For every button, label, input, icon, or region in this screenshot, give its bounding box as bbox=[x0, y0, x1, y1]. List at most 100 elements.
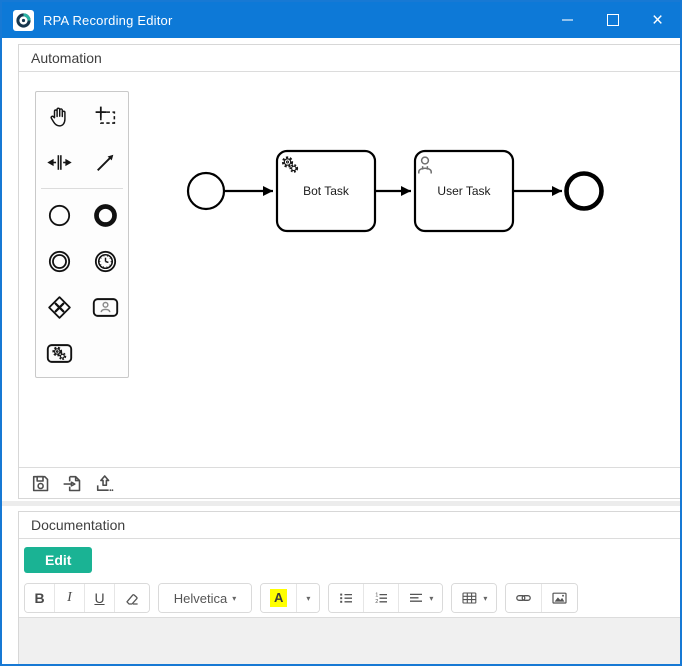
eraser-icon bbox=[126, 594, 138, 605]
user-task-icon bbox=[92, 297, 118, 317]
minimize-button[interactable] bbox=[545, 2, 590, 38]
gateway-icon bbox=[47, 295, 71, 319]
documentation-panel: Documentation Edit B I U bbox=[18, 511, 680, 664]
ordered-list-button[interactable]: 1 2 bbox=[364, 584, 400, 612]
bot-task-icon bbox=[46, 343, 72, 363]
end-event-icon bbox=[93, 203, 117, 227]
svg-text:2: 2 bbox=[376, 599, 379, 605]
window-controls: × bbox=[545, 2, 680, 38]
unordered-list-button[interactable] bbox=[329, 584, 365, 612]
diagram-canvas[interactable]: Bot Task User Task bbox=[19, 72, 680, 467]
align-icon bbox=[410, 593, 423, 602]
open-diagram-button[interactable] bbox=[61, 472, 84, 495]
save-button[interactable] bbox=[29, 472, 52, 495]
documentation-editor-body[interactable] bbox=[19, 617, 680, 664]
start-event-node[interactable] bbox=[186, 171, 226, 211]
create-intermediate-event[interactable] bbox=[36, 238, 82, 284]
chevron-down-icon: ▾ bbox=[483, 593, 488, 603]
table-dropdown[interactable]: ▾ bbox=[452, 584, 497, 612]
app-logo-icon bbox=[13, 9, 34, 31]
space-tool-icon bbox=[46, 154, 72, 170]
user-task-node[interactable]: User Task bbox=[413, 149, 515, 233]
lasso-tool[interactable] bbox=[82, 93, 128, 139]
end-event-node[interactable] bbox=[564, 171, 604, 211]
create-gateway[interactable] bbox=[36, 284, 82, 330]
ordered-list-icon: 1 2 bbox=[376, 592, 388, 605]
bpmn-palette bbox=[35, 91, 129, 378]
insert-group bbox=[505, 583, 579, 613]
window-title: RPA Recording Editor bbox=[43, 12, 173, 28]
global-connect-tool[interactable] bbox=[82, 139, 128, 185]
close-button[interactable]: × bbox=[635, 2, 680, 38]
insert-link-button[interactable] bbox=[506, 584, 543, 612]
documentation-panel-header: Documentation bbox=[19, 512, 680, 539]
intermediate-event-icon bbox=[48, 250, 70, 272]
connect-arrow-icon bbox=[96, 154, 113, 171]
user-icon bbox=[418, 156, 432, 174]
edit-button[interactable]: Edit bbox=[24, 547, 93, 573]
font-color-button[interactable]: A bbox=[261, 584, 298, 612]
font-color-icon: A bbox=[270, 589, 288, 607]
save-icon bbox=[32, 475, 49, 491]
palette-separator bbox=[41, 188, 123, 189]
automation-panel-header: Automation bbox=[19, 45, 680, 72]
minimize-icon bbox=[562, 19, 573, 21]
documentation-edit-row: Edit bbox=[19, 539, 680, 579]
export-diagram-button[interactable] bbox=[93, 472, 116, 495]
create-end-event[interactable] bbox=[82, 192, 128, 238]
font-color-dropdown[interactable]: ▾ bbox=[297, 584, 320, 612]
maximize-icon bbox=[606, 14, 619, 26]
hand-tool[interactable] bbox=[36, 93, 82, 139]
automation-panel: Automation bbox=[18, 44, 680, 499]
italic-button[interactable]: I bbox=[55, 584, 85, 612]
italic-icon: I bbox=[67, 590, 72, 605]
link-icon bbox=[516, 595, 532, 601]
paragraph-group: 1 2 bbox=[328, 583, 444, 613]
space-tool[interactable] bbox=[36, 139, 82, 185]
svg-text:1: 1 bbox=[376, 592, 379, 598]
window-content: Automation bbox=[2, 38, 680, 664]
picture-icon bbox=[552, 592, 568, 604]
bold-icon: B bbox=[34, 590, 45, 606]
bpmn-diagram: Bot Task User Task bbox=[186, 149, 604, 233]
paragraph-align-dropdown[interactable]: ▾ bbox=[399, 584, 443, 612]
insert-picture-button[interactable] bbox=[542, 584, 578, 612]
titlebar[interactable]: RPA Recording Editor × bbox=[2, 2, 680, 38]
create-start-event[interactable] bbox=[36, 192, 82, 238]
underline-icon: U bbox=[94, 590, 105, 606]
bot-task-node[interactable]: Bot Task bbox=[275, 149, 377, 233]
close-icon: × bbox=[651, 9, 664, 31]
table-icon bbox=[462, 592, 477, 604]
export-diagram-icon bbox=[96, 474, 114, 491]
timer-event-icon bbox=[94, 250, 116, 272]
documentation-panel-title: Documentation bbox=[31, 517, 126, 533]
chevron-down-icon: ▾ bbox=[232, 593, 237, 603]
gears-icon bbox=[281, 156, 299, 173]
unordered-list-icon bbox=[340, 593, 353, 603]
underline-button[interactable]: U bbox=[85, 584, 115, 612]
create-user-task[interactable] bbox=[82, 284, 128, 330]
user-task-label: User Task bbox=[437, 184, 491, 198]
chevron-down-icon: ▾ bbox=[429, 593, 434, 603]
bot-task-label: Bot Task bbox=[303, 184, 350, 198]
hand-icon bbox=[49, 107, 66, 127]
clear-format-button[interactable] bbox=[115, 584, 149, 612]
panel-divider bbox=[2, 501, 680, 506]
create-timer-event[interactable] bbox=[82, 238, 128, 284]
fontname-dropdown[interactable]: Helvetica ▾ bbox=[159, 584, 251, 612]
maximize-button[interactable] bbox=[590, 2, 635, 38]
font-style-group: B I U bbox=[24, 583, 150, 613]
chevron-down-icon: ▾ bbox=[306, 593, 311, 603]
create-bot-task[interactable] bbox=[36, 330, 82, 376]
start-event-icon bbox=[48, 204, 70, 226]
open-diagram-icon bbox=[63, 475, 81, 491]
automation-panel-title: Automation bbox=[31, 50, 102, 66]
richtext-toolbar: B I U Helvetica bbox=[19, 579, 680, 617]
table-group: ▾ bbox=[451, 583, 498, 613]
bold-button[interactable]: B bbox=[25, 584, 55, 612]
font-color-group: A ▾ bbox=[260, 583, 321, 613]
fontname-value: Helvetica bbox=[173, 590, 228, 606]
lasso-icon bbox=[95, 106, 115, 124]
automation-footer-toolbar bbox=[19, 467, 680, 498]
